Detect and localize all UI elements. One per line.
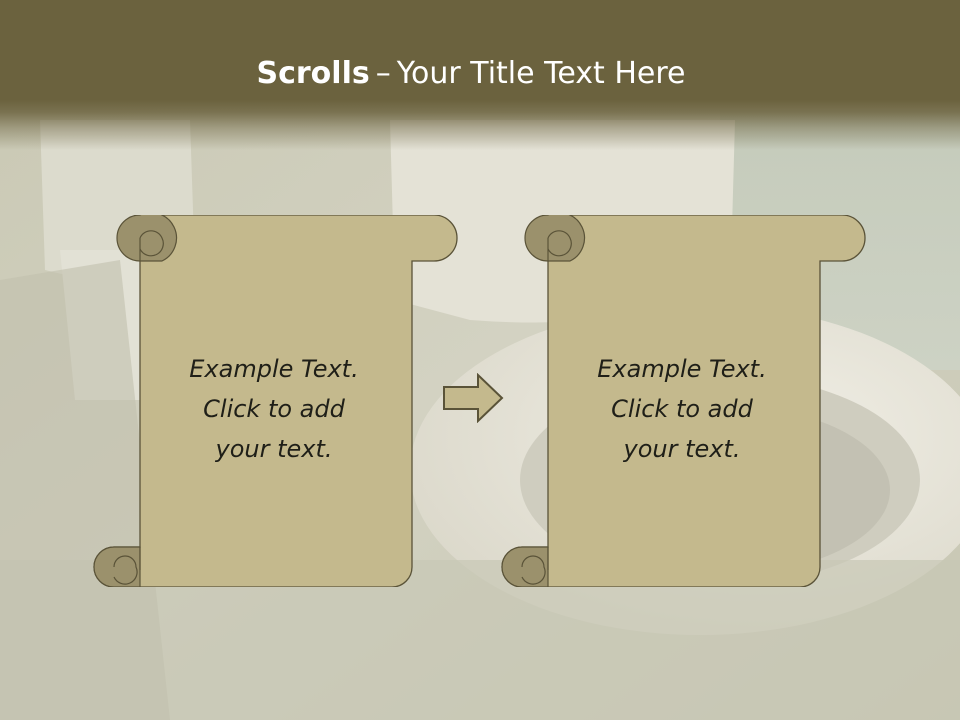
scroll-shape-right[interactable]: Example Text. Click to add your text.: [500, 215, 870, 587]
scroll-text-line: Example Text.: [189, 355, 359, 383]
slide-title[interactable]: Scrolls–Your Title Text Here: [0, 52, 942, 96]
right-arrow-icon: [443, 373, 504, 423]
scroll-shape-left[interactable]: Example Text. Click to add your text.: [92, 215, 462, 587]
scroll-graphic: [93, 215, 458, 587]
scroll-text-line: your text.: [215, 435, 333, 463]
title-bar: [0, 0, 960, 150]
scroll-text-line: Click to add: [203, 395, 345, 423]
scroll-graphic: [501, 215, 866, 587]
scroll-text-right[interactable]: Example Text. Click to add your text.: [548, 349, 816, 469]
scroll-text-line: your text.: [623, 435, 741, 463]
title-separator: –: [375, 56, 391, 91]
title-rest: Your Title Text Here: [396, 56, 686, 91]
scroll-text-left[interactable]: Example Text. Click to add your text.: [140, 349, 408, 469]
scroll-text-line: Click to add: [611, 395, 753, 423]
title-bold: Scrolls: [256, 56, 370, 91]
scroll-text-line: Example Text.: [597, 355, 767, 383]
